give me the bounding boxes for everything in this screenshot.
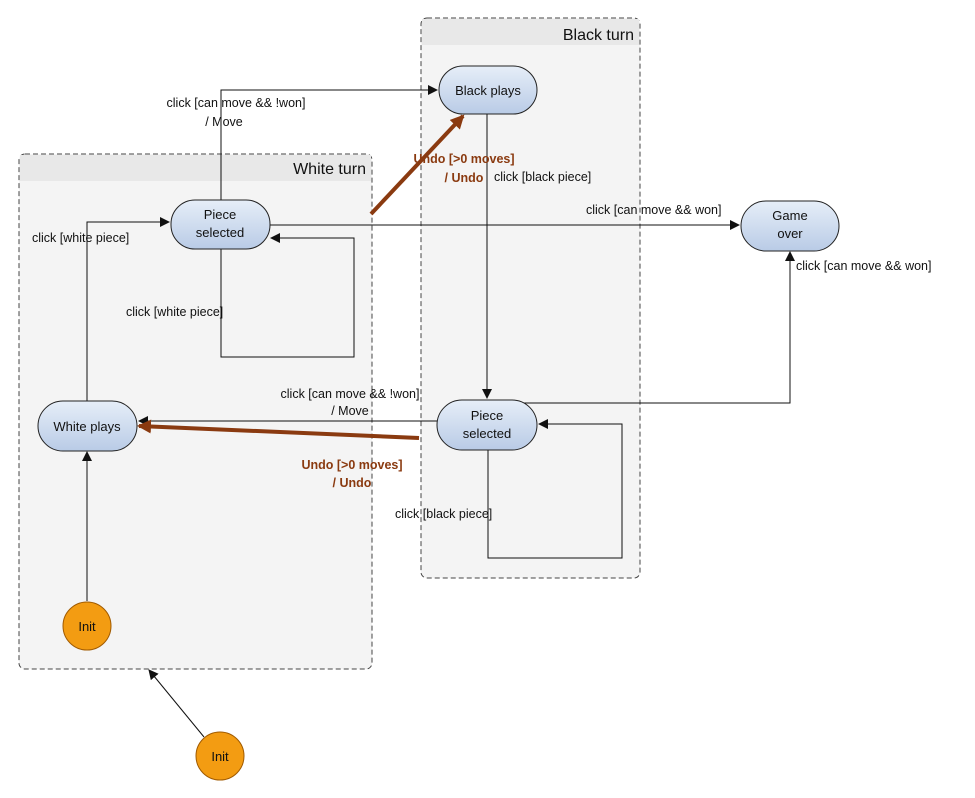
state-label-line-1: Game xyxy=(772,208,807,223)
state-game-over: Game over xyxy=(740,200,840,252)
label-black-win: click [can move && won] xyxy=(796,259,931,273)
state-label-line-1: Piece xyxy=(471,408,504,423)
state-black-piece-selected: Piece selected xyxy=(436,399,538,451)
label-black-move-line-2: / Move xyxy=(331,404,369,418)
state-label-line-2: over xyxy=(777,226,803,241)
label-white-select: click [white piece] xyxy=(32,231,129,245)
label-black-move-line-1: click [can move && !won] xyxy=(281,387,420,401)
label-undo-black-line-1: Undo [>0 moves] xyxy=(301,458,402,472)
label-undo-black-line-2: / Undo xyxy=(333,476,372,490)
edge-white-reselect xyxy=(220,233,355,358)
edge-undo-to-black xyxy=(369,114,465,216)
state-label: Black plays xyxy=(455,83,521,98)
state-label-line-2: selected xyxy=(463,426,511,441)
edge-white-select xyxy=(86,217,170,401)
init-label: Init xyxy=(211,749,229,764)
label-black-select: click [black piece] xyxy=(494,170,591,184)
label-white-move-line-2: / Move xyxy=(205,115,243,129)
region-title-white-turn: White turn xyxy=(293,161,366,178)
label-white-win: click [can move && won] xyxy=(586,203,721,217)
edge-black-win xyxy=(522,251,795,404)
label-white-move-line-1: click [can move && !won] xyxy=(167,96,306,110)
label-white-reselect: click [white piece] xyxy=(126,305,223,319)
label-black-reselect: click [black piece] xyxy=(395,507,492,521)
state-black-plays: Black plays xyxy=(438,65,538,115)
state-label-line-1: Piece xyxy=(204,207,237,222)
state-init-inner: Init xyxy=(62,601,112,651)
init-label: Init xyxy=(78,619,96,634)
state-label: White plays xyxy=(53,419,121,434)
label-undo-white-line-2: / Undo xyxy=(445,171,484,185)
edge-white-move xyxy=(220,85,438,201)
label-undo-white-line-1: Undo [>0 moves] xyxy=(413,152,514,166)
region-title-black-turn: Black turn xyxy=(563,27,634,44)
state-init-outer: Init xyxy=(195,731,245,781)
state-white-piece-selected: Piece selected xyxy=(170,199,271,250)
edge-undo-to-white xyxy=(137,419,420,440)
region-white-turn: White turn xyxy=(18,153,373,670)
state-white-plays: White plays xyxy=(37,400,138,452)
edge-init-outer xyxy=(148,669,205,738)
state-label-line-2: selected xyxy=(196,225,244,240)
edge-black-reselect xyxy=(487,419,623,559)
